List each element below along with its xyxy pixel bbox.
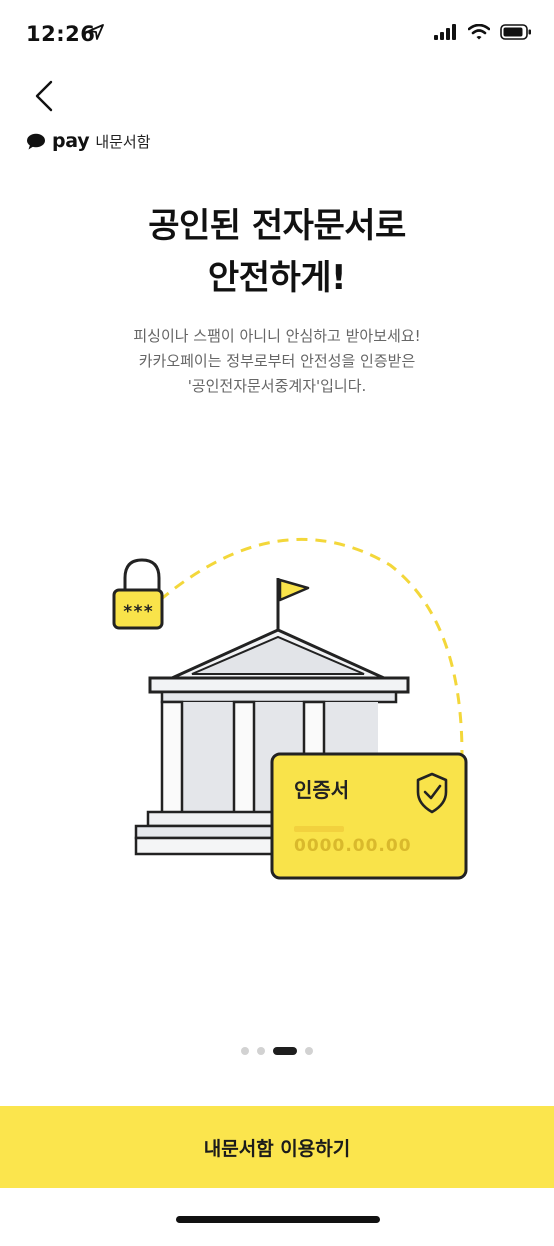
status-bar: 12:26 [0, 0, 554, 70]
page-dot[interactable] [305, 1047, 313, 1055]
description-line-2: 카카오페이는 정부로부터 안전성을 인증받은 [138, 352, 416, 370]
chevron-left-icon [35, 80, 53, 112]
home-indicator [176, 1216, 380, 1223]
kakaopay-brand: pay 내문서함 [26, 130, 151, 152]
dashed-arc [159, 537, 464, 756]
page-title: 공인된 전자문서로 안전하게! [0, 200, 554, 304]
description-line-1: 피싱이나 스팸이 아니니 안심하고 받아보세요! [133, 327, 421, 345]
brand-label: 내문서함 [95, 132, 151, 151]
page-dot[interactable] [241, 1047, 249, 1055]
wifi-icon [468, 24, 490, 40]
start-mydocs-button[interactable]: 내문서함 이용하기 [0, 1106, 554, 1188]
brand-pay-text: pay [52, 130, 90, 152]
back-button[interactable] [24, 76, 64, 116]
title-line-2: 안전하게! [207, 258, 347, 298]
battery-icon [500, 24, 531, 40]
padlock-icon: *** [112, 558, 164, 630]
shield-check-icon [416, 772, 448, 814]
page-indicator [0, 1047, 554, 1055]
title-line-1: 공인된 전자문서로 [148, 206, 406, 246]
flag-icon [276, 578, 310, 630]
certificate-number: 0000.00.00 [294, 836, 412, 856]
page-description: 피싱이나 스팸이 아니니 안심하고 받아보세요! 카카오페이는 정부로부터 안전… [0, 324, 554, 399]
page-dot[interactable] [257, 1047, 265, 1055]
speech-bubble-icon [27, 133, 45, 149]
cellular-signal-icon [434, 24, 456, 40]
status-time: 12:26 [26, 22, 96, 46]
description-line-3: '공인전자문서중계자'입니다. [187, 377, 367, 395]
certified-document-illustration: *** [112, 537, 468, 880]
certificate-card [270, 752, 468, 880]
page-dot-active[interactable] [273, 1047, 297, 1055]
location-arrow-icon [88, 24, 104, 40]
certificate-title: 인증서 [294, 778, 350, 802]
lock-password-text: *** [123, 602, 154, 622]
